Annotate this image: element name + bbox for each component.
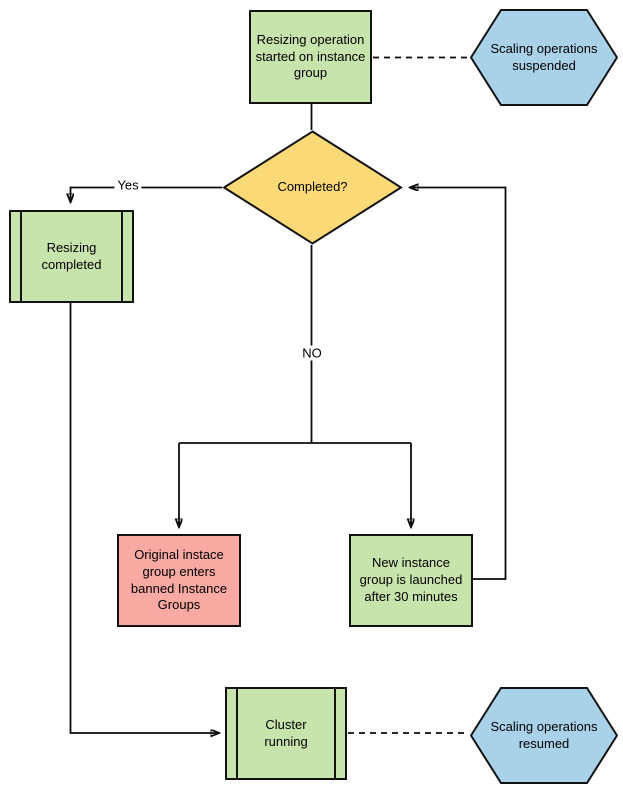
node-cluster-running: Cluster running — [225, 687, 347, 780]
predefined-process-bar — [121, 212, 123, 301]
node-scaling-resumed-label: Scaling operations resumed — [490, 718, 598, 751]
hexagon-shape — [470, 687, 618, 784]
node-cluster-running-label: Cluster running — [264, 716, 308, 749]
node-banned-instance-group: Original instace group enters banned Ins… — [117, 534, 241, 627]
edge-label-no: NO — [299, 345, 325, 361]
node-scaling-resumed: Scaling operations resumed — [470, 687, 618, 784]
predefined-process-bar — [20, 212, 22, 301]
predefined-process-bar — [334, 689, 336, 778]
node-completed-decision-label: Completed? — [277, 179, 348, 195]
node-new-instance-group-label: New instance group is launched after 30 … — [359, 555, 463, 604]
node-banned-instance-group-label: Original instace group enters banned Ins… — [130, 546, 228, 613]
diamond-shape — [222, 130, 403, 245]
node-resizing-completed: Resizing completed — [9, 210, 134, 303]
node-completed-decision: Completed? — [222, 130, 403, 245]
edge-label-yes: Yes — [114, 177, 142, 193]
edge-resizing-to-cluster — [69, 303, 220, 733]
node-scaling-suspended: Scaling operations suspended — [470, 9, 618, 106]
node-new-instance-group: New instance group is launched after 30 … — [349, 534, 473, 627]
edge-new-group-loop — [410, 188, 507, 580]
node-resizing-started-label: Resizing operation started on instance g… — [255, 31, 366, 81]
node-resizing-started: Resizing operation started on instance g… — [249, 10, 372, 104]
node-resizing-completed-label: Resizing completed — [41, 239, 102, 272]
predefined-process-bar — [236, 689, 238, 778]
hexagon-shape — [470, 9, 618, 106]
edge-decision-yes — [71, 186, 222, 203]
node-scaling-suspended-label: Scaling operations suspended — [490, 40, 598, 73]
